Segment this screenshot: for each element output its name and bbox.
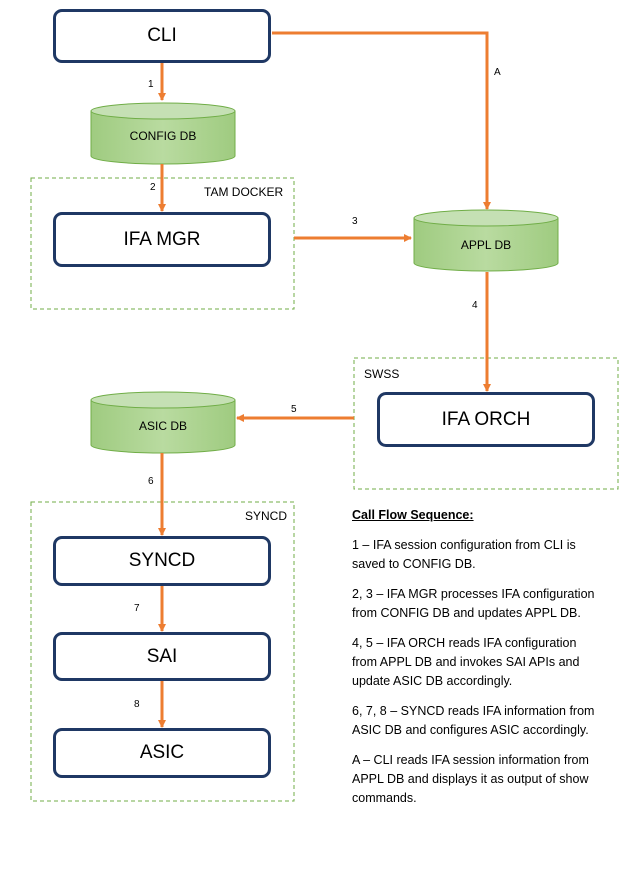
- syncd-box: SYNCD: [53, 536, 271, 586]
- appl-db-label: APPL DB: [460, 238, 512, 252]
- swss-container: [353, 357, 619, 490]
- config-db-label: CONFIG DB: [129, 129, 197, 143]
- tam-docker-container: [30, 177, 295, 310]
- tam-docker-label: TAM DOCKER: [204, 185, 284, 199]
- swss-label: SWSS: [364, 367, 400, 381]
- legend-item: 6, 7, 8 – SYNCD reads IFA information fr…: [352, 704, 595, 737]
- cli-box: CLI: [53, 9, 271, 63]
- ifa-orch-box: IFA ORCH: [377, 392, 595, 447]
- legend-item: 1 – IFA session configuration from CLI i…: [352, 538, 576, 571]
- step-label-3: 3: [352, 216, 358, 227]
- arrow-a: [272, 31, 491, 210]
- legend-item: A – CLI reads IFA session information fr…: [352, 753, 589, 805]
- step-label-5: 5: [291, 404, 297, 415]
- sai-box: SAI: [53, 632, 271, 681]
- step-label-2: 2: [150, 182, 156, 193]
- syncd-container: [30, 501, 295, 802]
- call-flow-legend: Call Flow Sequence: 1 – IFA session conf…: [352, 506, 602, 819]
- ifa-mgr-box: IFA MGR: [53, 212, 271, 267]
- syncd-container-label: SYNCD: [245, 509, 288, 523]
- legend-item: 2, 3 – IFA MGR processes IFA configurati…: [352, 587, 595, 620]
- asic-db-cylinder: [90, 391, 236, 454]
- asic-db-label: ASIC DB: [138, 419, 187, 433]
- legend-item: 4, 5 – IFA ORCH reads IFA configuration …: [352, 636, 580, 688]
- legend-title: Call Flow Sequence:: [352, 508, 474, 522]
- config-db-cylinder: [90, 102, 236, 165]
- step-label-7: 7: [134, 603, 140, 614]
- asic-box: ASIC: [53, 728, 271, 778]
- step-label-4: 4: [472, 300, 478, 311]
- step-label-a: A: [494, 67, 501, 78]
- appl-db-cylinder: [413, 209, 559, 272]
- step-label-6: 6: [148, 476, 154, 487]
- step-label-1: 1: [148, 79, 154, 90]
- step-label-8: 8: [134, 699, 140, 710]
